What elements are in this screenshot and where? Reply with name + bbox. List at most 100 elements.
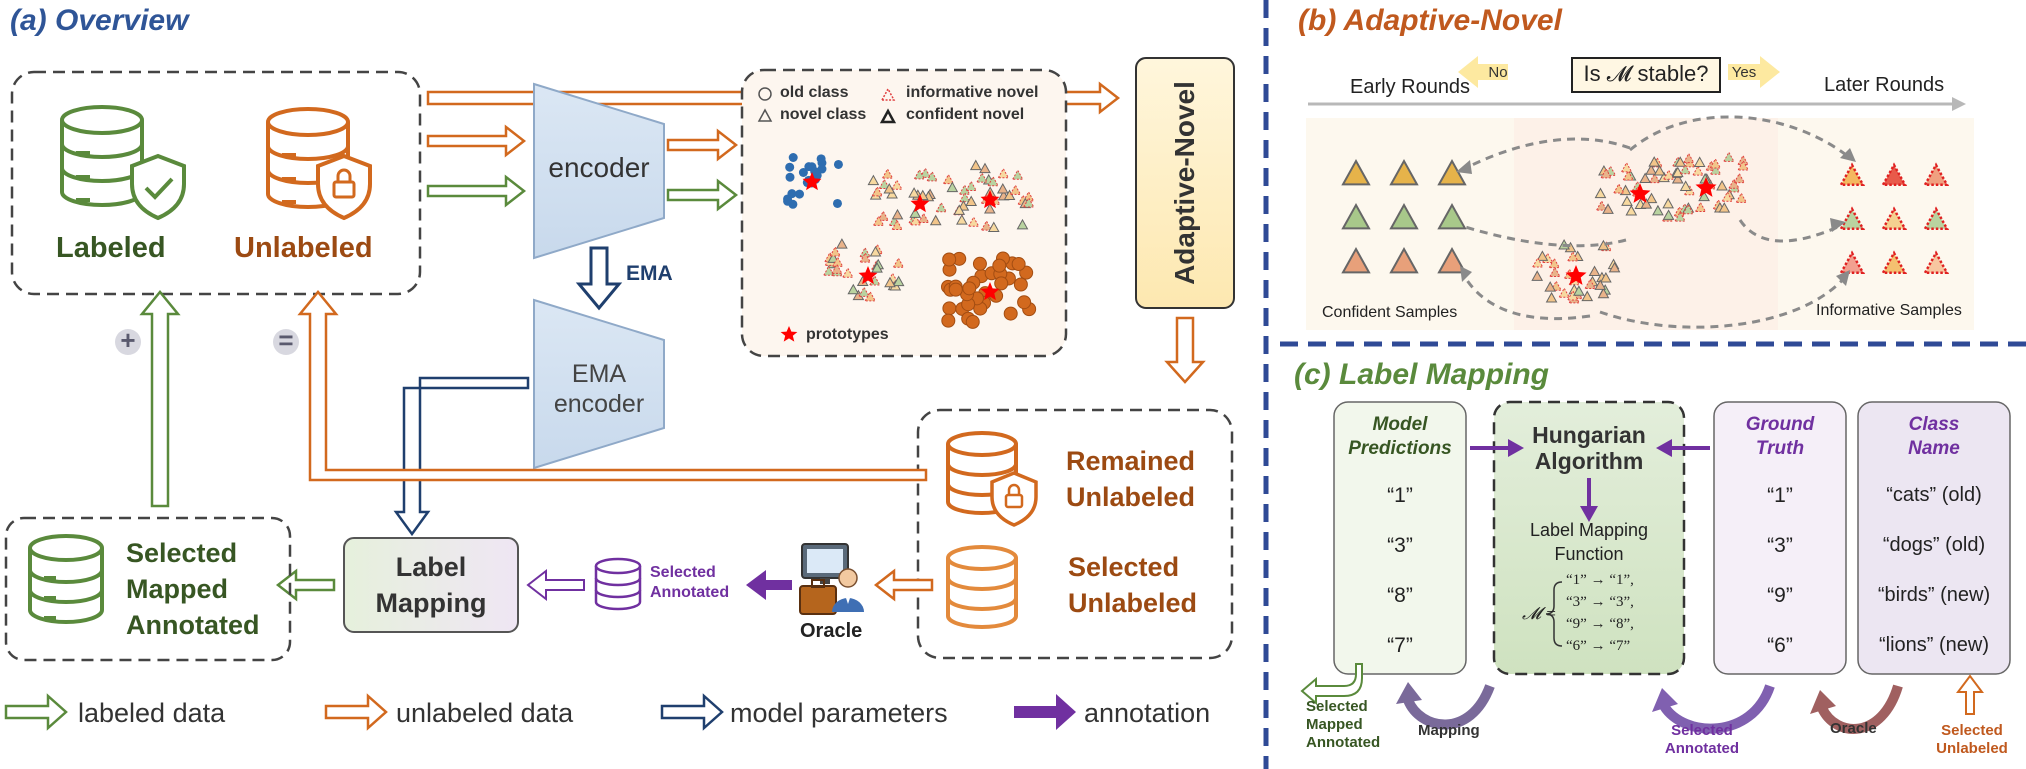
sample-triangle <box>1674 211 1686 222</box>
sample-triangle <box>1389 246 1419 274</box>
prototype-star <box>1565 265 1587 285</box>
mapping-line-4: “6” → “7” <box>1566 638 1631 654</box>
sample-triangle <box>1645 192 1658 204</box>
sample-triangle <box>1536 250 1549 261</box>
truth-4: “6” <box>1767 634 1793 657</box>
sample-triangle <box>1682 152 1695 164</box>
sample-triangle <box>1639 172 1652 184</box>
sample-triangle <box>965 180 978 192</box>
rounds-axis-head <box>1952 97 1966 111</box>
sample-triangle <box>969 159 982 171</box>
sample-triangle <box>1880 250 1908 275</box>
old-class-point <box>832 198 842 208</box>
label-mapping-label-1: Label <box>395 552 467 582</box>
feature-space-box <box>740 68 1068 358</box>
sample-triangle <box>1733 172 1746 184</box>
sample-triangle <box>1022 197 1035 208</box>
sample-triangle <box>1566 250 1579 262</box>
class-name-header-2: Name <box>1908 438 1960 459</box>
old-class-point <box>783 196 793 206</box>
sample-triangle <box>1584 278 1596 289</box>
sample-triangle <box>908 187 920 198</box>
sample-triangle <box>859 252 872 263</box>
informative-samples-bg <box>1778 118 1974 330</box>
sample-triangle <box>1718 202 1731 213</box>
c-sma-label-1: Selected <box>1306 698 1368 715</box>
old-class-point <box>798 168 808 178</box>
sample-triangle <box>1389 158 1419 186</box>
sample-triangle <box>1674 156 1687 167</box>
old-class-point <box>794 189 804 199</box>
label-mapping-box <box>343 537 519 633</box>
oracle-icon <box>799 543 864 615</box>
sample-triangle <box>1597 287 1610 299</box>
sample-triangle <box>1922 250 1950 275</box>
clusters-bg <box>1514 118 1778 330</box>
remained-to-unlabeled-arrow <box>297 290 928 482</box>
sample-triangle <box>1662 197 1675 209</box>
old-class-point <box>992 258 1007 273</box>
curved-dashed-arrow-head <box>1456 160 1472 174</box>
old-class-point <box>948 282 963 297</box>
adaptive-novel-box <box>1135 57 1235 309</box>
old-class-point <box>1011 257 1026 272</box>
legend-model-parameters-arrow <box>660 693 724 731</box>
sample-triangle <box>1531 270 1544 281</box>
lmf-label-1: Label Mapping <box>1529 520 1649 540</box>
legend-annotation-arrow <box>1014 694 1076 730</box>
prediction-2: “3” <box>1387 534 1413 557</box>
sample-triangle <box>1698 190 1710 202</box>
ema-encoder-block <box>533 298 665 470</box>
sample-triangle <box>891 208 904 220</box>
sample-triangle <box>1721 191 1734 202</box>
remained-shield-lock-icon <box>990 471 1038 527</box>
labeled-label: Labeled <box>56 232 166 264</box>
sample-triangle <box>829 246 842 257</box>
encoder-label: encoder <box>548 152 650 183</box>
sample-triangle <box>1009 184 1022 195</box>
sample-triangle <box>979 162 991 174</box>
sample-triangle <box>883 182 896 194</box>
sample-triangle <box>1679 180 1692 191</box>
novel-class-legend-marker <box>757 108 773 122</box>
curved-dashed-arrow-head <box>1830 218 1846 232</box>
legend-novel-class: novel class <box>780 106 867 123</box>
legend-labeled-data: labeled data <box>78 698 226 728</box>
sma-to-labeled-arrow <box>139 290 181 508</box>
old-class-point <box>833 159 843 169</box>
legend-unlabeled-arrow <box>324 693 388 731</box>
ema-label: EMA <box>626 262 673 285</box>
sample-triangle <box>958 191 971 203</box>
sample-triangle <box>1341 202 1371 230</box>
equals-circle <box>273 329 299 355</box>
prototype-star <box>1695 177 1717 197</box>
sample-triangle <box>1594 187 1607 199</box>
old-class-point <box>965 314 980 329</box>
class-name-column <box>1857 401 2011 675</box>
sample-triangle <box>1588 265 1601 277</box>
legend-confident-novel: confident novel <box>906 106 1025 123</box>
sma-database-icon <box>28 534 104 624</box>
adaptive-novel-title: (b) Adaptive-Novel <box>1298 4 1562 37</box>
stability-question-box <box>1571 57 1721 93</box>
labeled-database-icon <box>60 105 144 207</box>
c-su-label-2: Unlabeled <box>1936 740 2008 757</box>
sample-triangle <box>1003 189 1016 200</box>
sample-triangle <box>967 216 980 227</box>
legend-unlabeled-data: unlabeled data <box>396 698 574 728</box>
sample-triangle <box>1011 169 1024 180</box>
oracle-to-annotated-arrow <box>746 570 792 600</box>
sample-triangle <box>955 214 968 225</box>
sample-triangle <box>847 283 860 295</box>
confident-novel-legend-marker <box>879 108 897 124</box>
sample-triangle <box>926 170 939 182</box>
curved-dashed-arrow-head <box>1460 266 1472 282</box>
sample-triangle <box>891 179 903 190</box>
sample-triangle <box>1544 281 1557 292</box>
sample-triangle <box>1716 179 1728 191</box>
prototypes-legend-star <box>780 326 798 342</box>
sample-triangle <box>996 182 1009 194</box>
sample-triangle <box>1341 158 1371 186</box>
sample-triangle <box>976 172 988 183</box>
sample-triangle <box>869 245 882 257</box>
